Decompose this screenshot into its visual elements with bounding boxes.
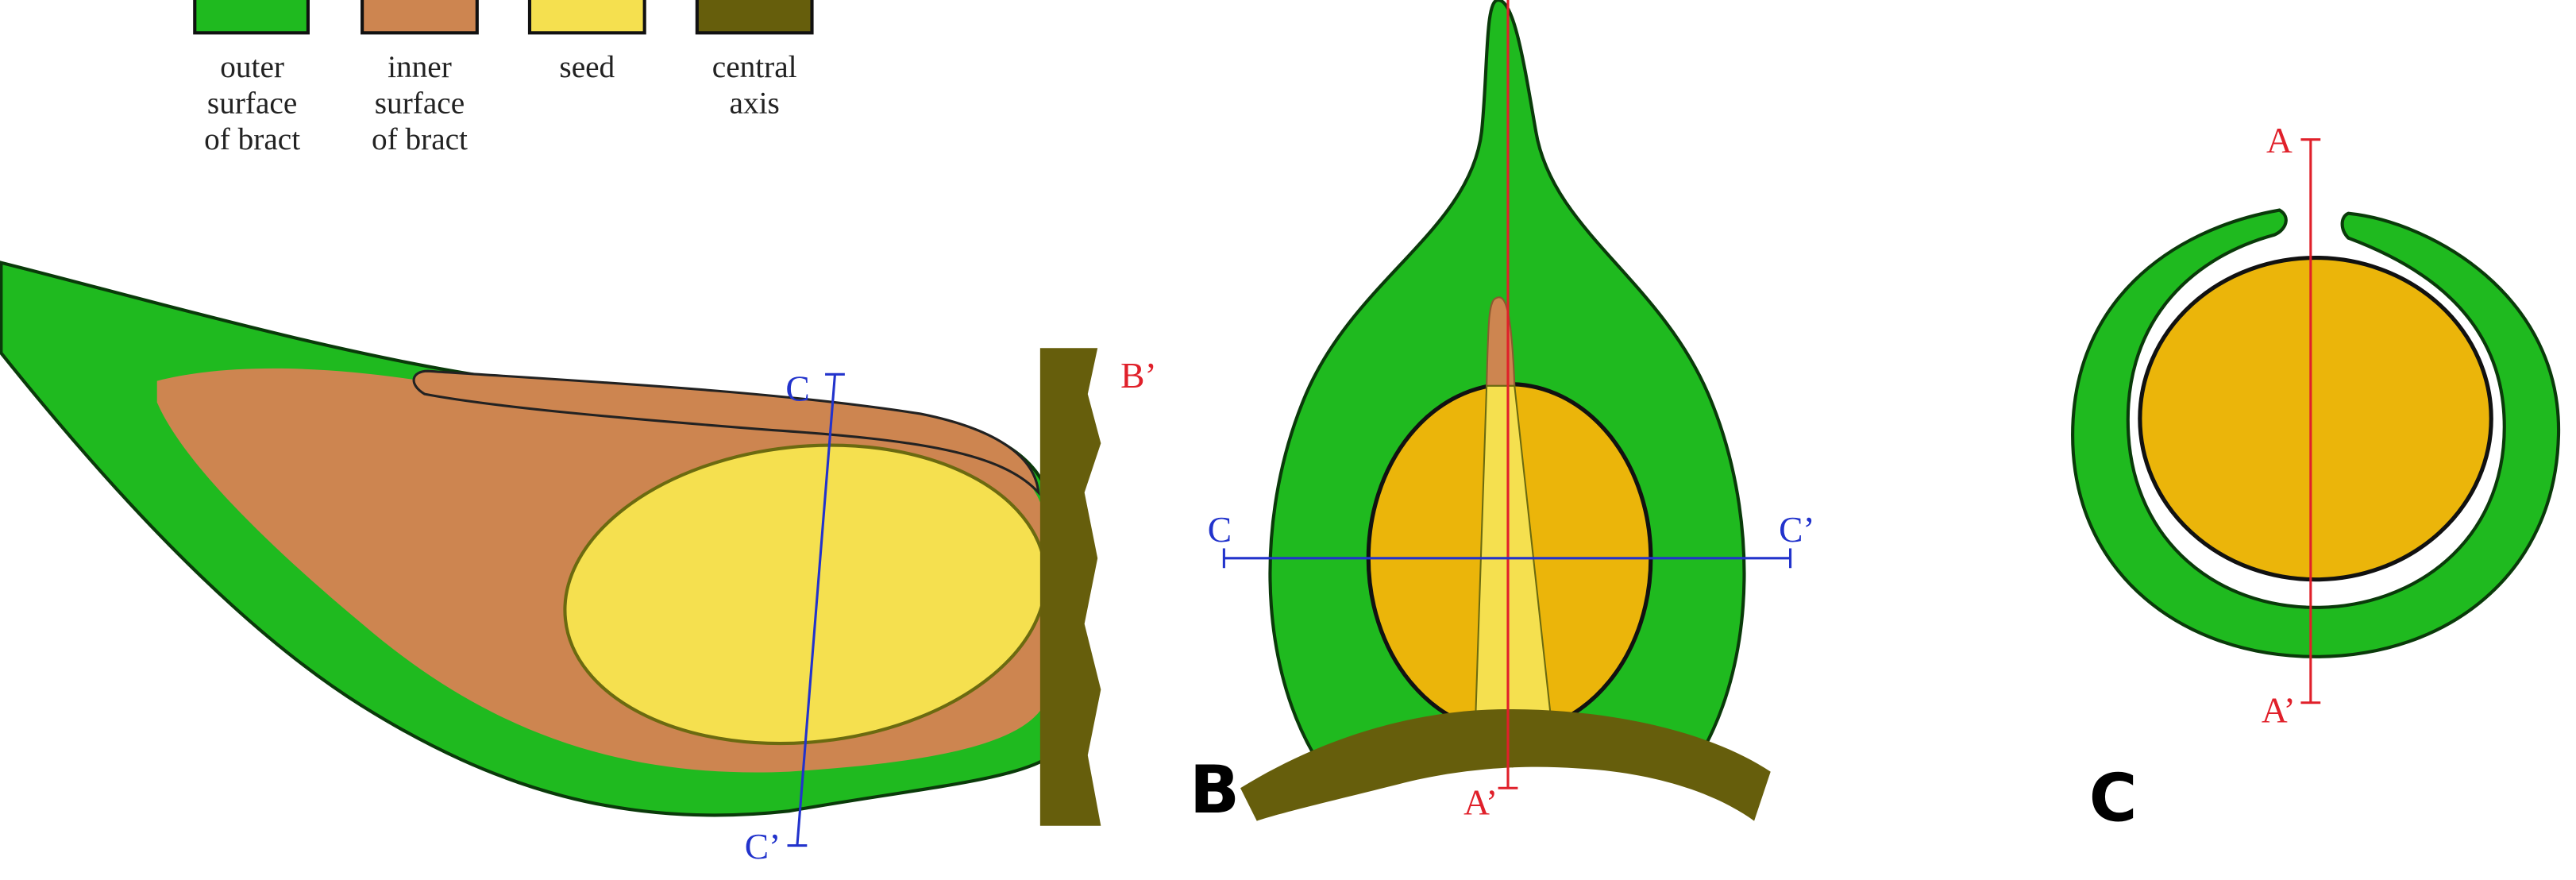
inner-bract-flap <box>412 369 1040 496</box>
label-a-prime: A’ <box>2262 690 2296 731</box>
legend-swatch-outer-surface <box>193 0 310 35</box>
label-a: A <box>2266 120 2293 160</box>
legend-label: axis <box>730 87 780 121</box>
legend: outer surface of bract inner surface of … <box>193 0 814 156</box>
panel-a: C C’ B’ <box>0 261 1157 866</box>
label-c: C <box>785 368 809 408</box>
outer-bract-ring <box>2071 208 2561 658</box>
section-line-c <box>796 374 837 846</box>
central-axis <box>1039 348 1101 826</box>
panel-label-c: C <box>2089 761 2138 837</box>
legend-label: of bract <box>372 122 468 156</box>
legend-label: central <box>712 50 797 84</box>
panel-label-b: B <box>1190 752 1240 828</box>
label-c-prime: C’ <box>745 826 781 866</box>
label-a-prime: A’ <box>1463 782 1498 822</box>
label-c: C <box>1208 509 1232 550</box>
legend-label: surface <box>375 87 465 121</box>
legend-label: surface <box>207 87 297 121</box>
legend-label: inner <box>388 50 452 84</box>
legend-swatch-central-axis <box>695 0 814 35</box>
legend-label: outer <box>220 50 284 84</box>
legend-label: seed <box>559 50 615 84</box>
panel-c: A A’ C <box>2071 120 2561 837</box>
legend-swatch-seed <box>527 0 646 35</box>
legend-swatch-inner-surface <box>361 0 479 35</box>
label-c-prime: C’ <box>1779 509 1814 550</box>
seed-section <box>2138 255 2493 582</box>
central-axis <box>1240 709 1771 821</box>
label-b-prime: B’ <box>1120 355 1156 396</box>
panel-b: C C’ A’ B <box>1190 0 1815 828</box>
legend-label: of bract <box>204 122 300 156</box>
